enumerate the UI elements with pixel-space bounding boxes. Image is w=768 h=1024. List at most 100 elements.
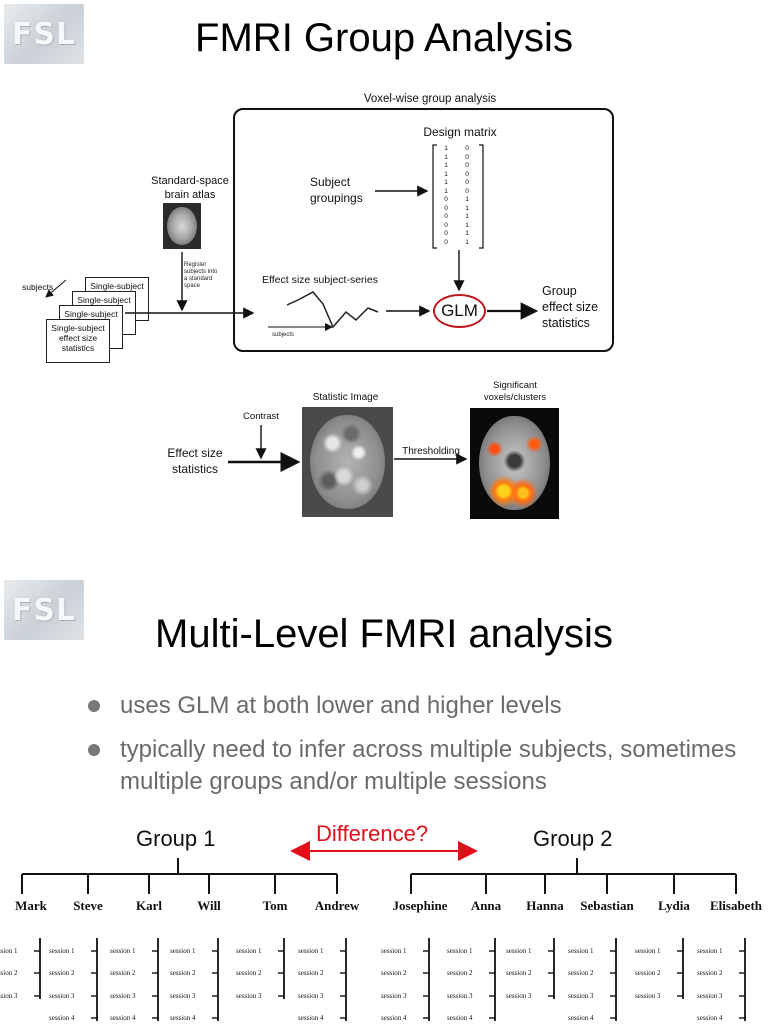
matrix-cell: 1 bbox=[444, 179, 448, 186]
session-label: session 2 bbox=[568, 969, 594, 977]
glm-node: GLM bbox=[433, 294, 486, 328]
matrix-cell: 1 bbox=[444, 145, 448, 152]
matrix-cell: 1 bbox=[444, 187, 448, 195]
matrix-cell: 0 bbox=[444, 196, 448, 203]
session-label: session 2 bbox=[49, 969, 75, 977]
matrix-cell: 1 bbox=[465, 213, 469, 220]
session-label: session 2 bbox=[447, 969, 473, 977]
effect-series-label: Effect size subject-series bbox=[262, 274, 378, 286]
session-label: session 4 bbox=[381, 1014, 407, 1022]
slide2-title: Multi-Level FMRI analysis bbox=[155, 612, 613, 656]
matrix-cell: 0 bbox=[465, 153, 469, 161]
matrix-cell: 0 bbox=[465, 162, 469, 169]
session-label: session 3 bbox=[381, 992, 407, 1000]
subject-name: Josephine bbox=[392, 898, 448, 913]
subject-name: Sebastian bbox=[580, 898, 634, 913]
session-label: session 2 bbox=[0, 969, 18, 977]
series-axis-label: subjects bbox=[272, 332, 295, 338]
session-label: session 4 bbox=[447, 1014, 473, 1022]
fsl-logo: FSL bbox=[4, 4, 84, 64]
session-label: session 2 bbox=[236, 969, 262, 977]
session-label: session 2 bbox=[298, 969, 324, 977]
matrix-cell: 0 bbox=[444, 238, 448, 246]
subject-name: Karl bbox=[136, 898, 162, 913]
session-label: session 2 bbox=[381, 969, 407, 977]
session-label: session 1 bbox=[110, 947, 136, 955]
matrix-cell: 1 bbox=[465, 230, 469, 237]
matrix-cell: 1 bbox=[444, 153, 448, 161]
matrix-cell: 1 bbox=[465, 238, 469, 246]
matrix-cell: 0 bbox=[444, 221, 448, 229]
session-label: session 3 bbox=[697, 992, 723, 1000]
session-label: session 1 bbox=[697, 947, 723, 955]
subject-name: Tom bbox=[262, 898, 288, 913]
session-label: session 3 bbox=[170, 992, 196, 1000]
subject-name: Andrew bbox=[314, 898, 360, 913]
matrix-cell: 1 bbox=[465, 221, 469, 229]
atlas-image bbox=[163, 203, 201, 249]
subject-name: Elisabeth bbox=[709, 898, 762, 913]
session-label: session 1 bbox=[170, 947, 196, 955]
group1-label: Group 1 bbox=[136, 826, 216, 851]
session-label: session 4 bbox=[170, 1014, 196, 1022]
design-matrix-label: Design matrix bbox=[423, 125, 497, 139]
session-label: session 3 bbox=[110, 992, 136, 1000]
session-label: session 2 bbox=[170, 969, 196, 977]
session-label: session 4 bbox=[568, 1014, 594, 1022]
session-label: session 4 bbox=[697, 1014, 723, 1022]
matrix-cell: 1 bbox=[444, 170, 448, 178]
session-label: session 4 bbox=[49, 1014, 75, 1022]
session-label: session 3 bbox=[568, 992, 594, 1000]
contrast-label: Contrast bbox=[243, 411, 279, 422]
fsl-logo: FSL bbox=[4, 580, 84, 640]
box-label: Voxel-wise group analysis bbox=[363, 93, 497, 105]
group2-label: Group 2 bbox=[533, 826, 613, 851]
subject-name: Anna bbox=[470, 898, 502, 913]
subjects-label: subjects bbox=[22, 282, 54, 292]
session-label: session 3 bbox=[635, 992, 661, 1000]
subject-name: Hanna bbox=[526, 898, 564, 913]
session-label: session 2 bbox=[506, 969, 532, 977]
matrix-cell: 0 bbox=[465, 187, 469, 195]
slide1-connectors bbox=[45, 144, 539, 472]
session-label: session 1 bbox=[49, 947, 75, 955]
session-label: session 2 bbox=[110, 969, 136, 977]
subject-name: Mark bbox=[15, 898, 47, 913]
matrix-cell: 1 bbox=[465, 204, 469, 212]
session-label: session 3 bbox=[236, 992, 262, 1000]
session-label: session 4 bbox=[298, 1014, 324, 1022]
thresholding-label: Thresholding bbox=[402, 446, 460, 457]
session-label: session 1 bbox=[506, 947, 532, 955]
matrix-cell: 1 bbox=[444, 162, 448, 169]
session-label: session 1 bbox=[0, 947, 18, 955]
bullet-list: uses GLM at both lower and higher levels… bbox=[86, 690, 760, 810]
matrix-cell: 0 bbox=[444, 213, 448, 220]
session-label: session 1 bbox=[381, 947, 407, 955]
voxel-analysis-box bbox=[233, 108, 614, 352]
matrix-cell: 1 bbox=[465, 196, 469, 203]
session-label: session 1 bbox=[447, 947, 473, 955]
session-label: session 1 bbox=[635, 947, 661, 955]
session-label: session 2 bbox=[697, 969, 723, 977]
bullet-item: uses GLM at both lower and higher levels bbox=[86, 690, 760, 722]
session-label: session 1 bbox=[298, 947, 324, 955]
statistic-image-label: Statistic Image bbox=[312, 392, 379, 403]
session-label: session 2 bbox=[635, 969, 661, 977]
matrix-cell: 0 bbox=[465, 179, 469, 186]
subject-name: Will bbox=[197, 898, 221, 913]
session-label: session 1 bbox=[236, 947, 262, 955]
matrix-cell: 0 bbox=[465, 170, 469, 178]
session-label: session 3 bbox=[49, 992, 75, 1000]
matrix-cell: 0 bbox=[444, 204, 448, 212]
significant-image bbox=[470, 408, 559, 519]
session-label: session 3 bbox=[298, 992, 324, 1000]
